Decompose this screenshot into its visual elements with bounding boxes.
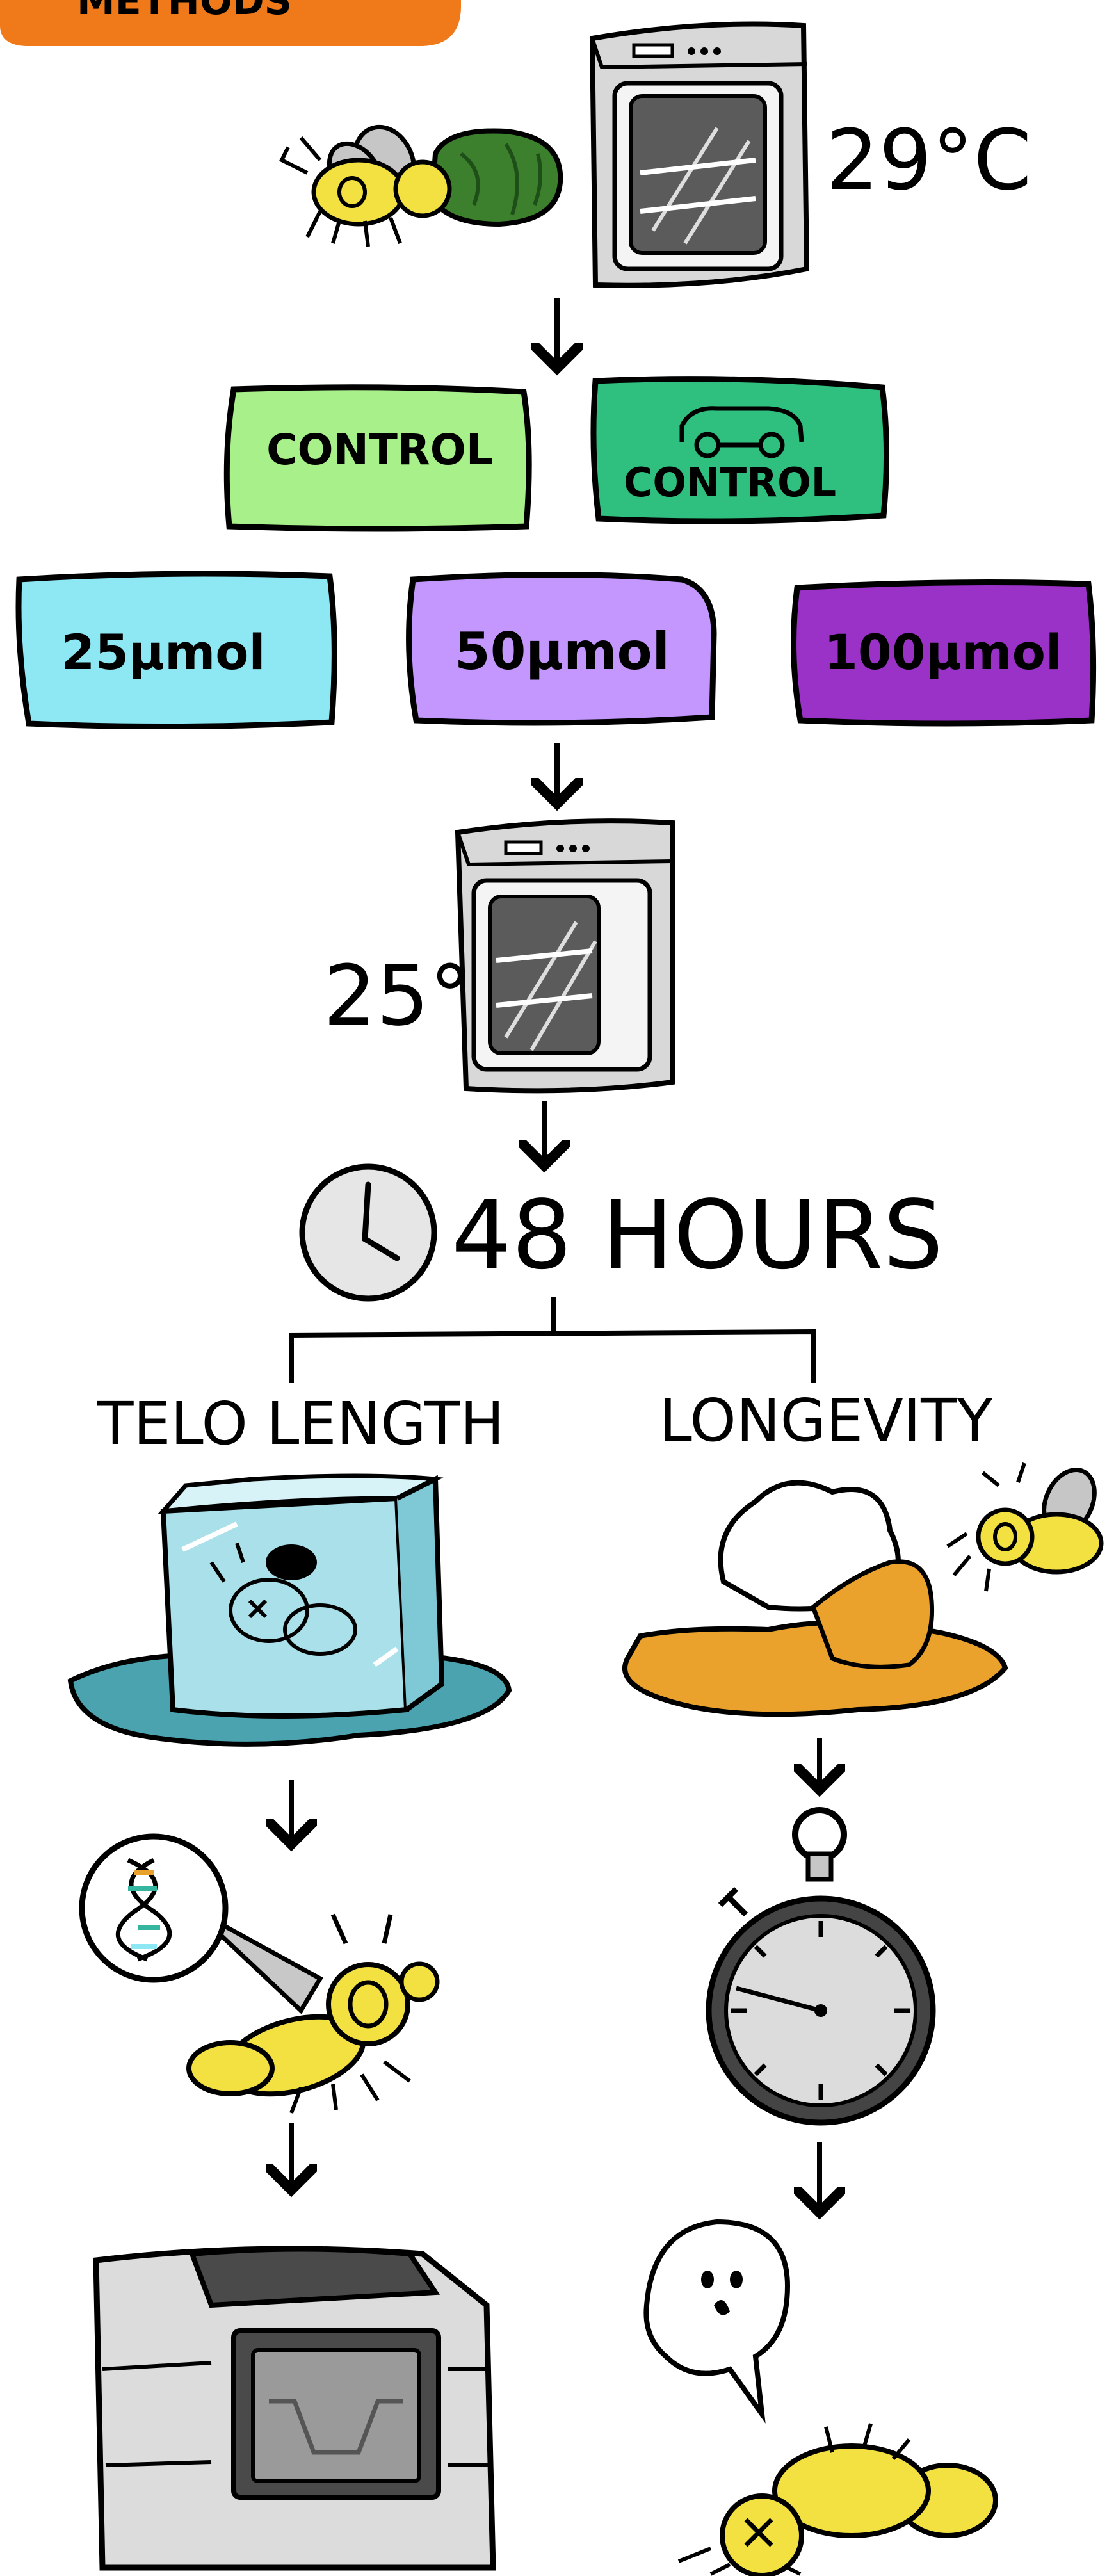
frozen-fly-illustration — [70, 1476, 509, 1744]
methods-tab: METHODS — [0, 0, 461, 46]
dna-extraction-illustration — [82, 1836, 437, 2113]
50umol-label: 50μmol — [455, 622, 670, 681]
fly-icon-dna — [189, 1915, 437, 2113]
ice-cube — [163, 1498, 407, 1716]
telo-length-title: TELO LENGTH — [97, 1389, 505, 1458]
dna-lens — [82, 1836, 225, 1980]
dead-fly-icon — [679, 2424, 996, 2575]
clock-icon — [302, 1167, 434, 1299]
methods-tab-label: METHODS — [77, 0, 292, 24]
car-control-label: CONTROL — [624, 459, 836, 506]
ghost-icon — [646, 2222, 788, 2414]
group-100umol: 100μmol — [794, 583, 1094, 724]
pcr-machine-icon — [96, 2249, 493, 2568]
100umol-label: 100μmol — [824, 624, 1062, 681]
timer-row: 48 HOURS — [302, 1167, 943, 1299]
control-label: CONTROL — [266, 425, 493, 474]
temperature-29: 29°C — [826, 111, 1031, 209]
branch-connector — [291, 1297, 813, 1383]
25umol-label: 25μmol — [61, 624, 265, 681]
vial-food-illustration — [625, 1462, 1104, 1715]
group-car-control: CONTROL — [594, 379, 887, 521]
longevity-title: LONGEVITY — [659, 1386, 993, 1455]
incubator-29: 29°C — [592, 24, 1031, 286]
fly-icon — [282, 118, 449, 247]
incubator-25: 25°C — [323, 821, 672, 1090]
group-50umol: 50μmol — [409, 575, 714, 724]
food-puddle — [625, 1623, 1005, 1715]
group-control: CONTROL — [227, 387, 529, 529]
fly-feeding-illustration — [282, 118, 560, 247]
stopwatch-icon — [709, 1810, 933, 2123]
group-25umol: 25μmol — [19, 574, 334, 727]
timer-label: 48 HOURS — [451, 1180, 943, 1290]
incubator-window — [631, 96, 765, 253]
fly-icon-longevity — [948, 1462, 1104, 1591]
